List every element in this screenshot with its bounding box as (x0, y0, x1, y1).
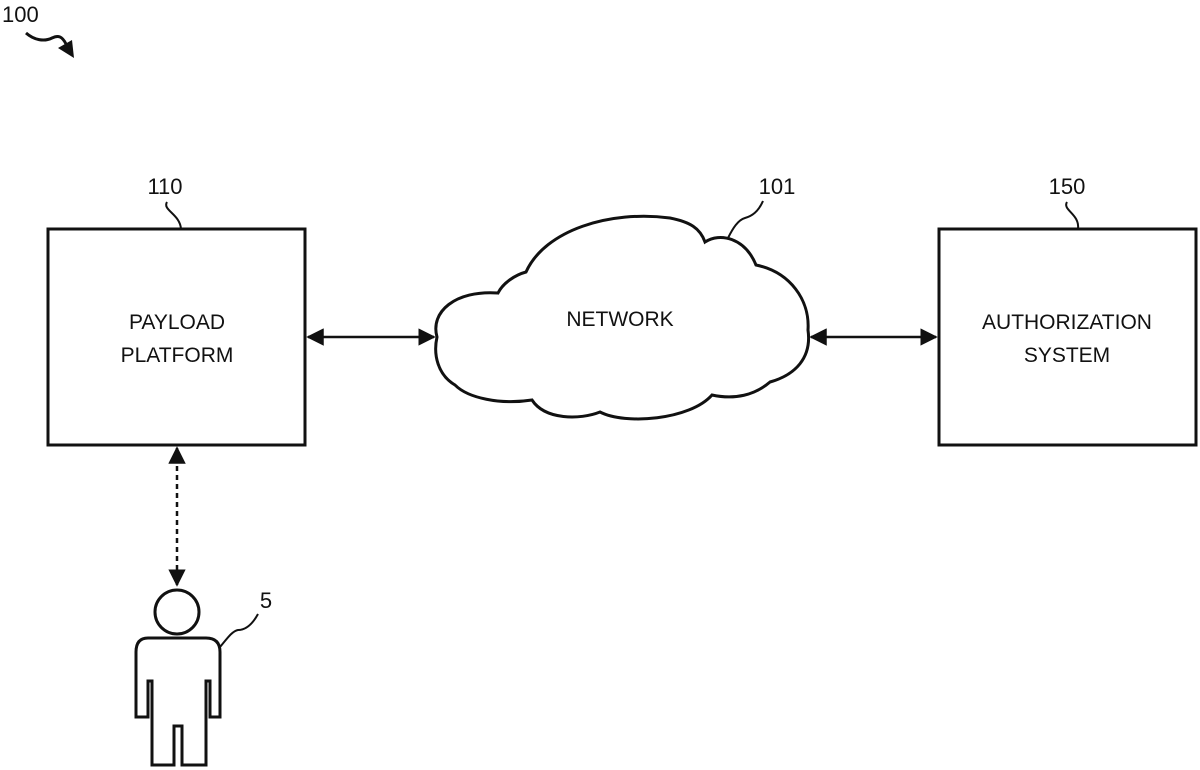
authorization-system-block[interactable]: AUTHORIZATION SYSTEM 150 (937, 174, 1198, 447)
payload-platform-box[interactable] (46, 227, 307, 447)
network-label: NETWORK (566, 308, 673, 331)
payload-platform-label-line1: PAYLOAD (129, 311, 225, 334)
authorization-system-label-line2: SYSTEM (1024, 344, 1110, 367)
user-figure-icon: 5 (134, 588, 272, 767)
payload-platform-ref: 110 (147, 174, 182, 199)
payload-platform-block[interactable]: PAYLOAD PLATFORM 110 (46, 174, 307, 447)
network-ref: 101 (759, 174, 796, 199)
figure-ref-leader (25, 31, 68, 45)
user-body (134, 636, 222, 767)
network-ref-leader (727, 200, 764, 239)
figure-reference: 100 (2, 2, 74, 58)
network-cloud-shape[interactable] (434, 214, 811, 421)
user-head (153, 588, 201, 636)
authorization-system-ref-leader (1065, 201, 1080, 230)
authorization-system-box[interactable] (937, 227, 1198, 447)
authorization-system-label-line1: AUTHORIZATION (982, 311, 1152, 334)
user-ref: 5 (260, 588, 272, 613)
figure-ref-label: 100 (2, 2, 39, 27)
user-ref-leader (219, 613, 259, 648)
authorization-system-ref: 150 (1049, 174, 1086, 199)
payload-platform-label-line2: PLATFORM (121, 344, 234, 367)
payload-platform-ref-leader (165, 201, 182, 230)
figure-ref-arrowhead-icon (58, 40, 74, 58)
network-cloud-block[interactable]: NETWORK 101 (434, 174, 811, 421)
